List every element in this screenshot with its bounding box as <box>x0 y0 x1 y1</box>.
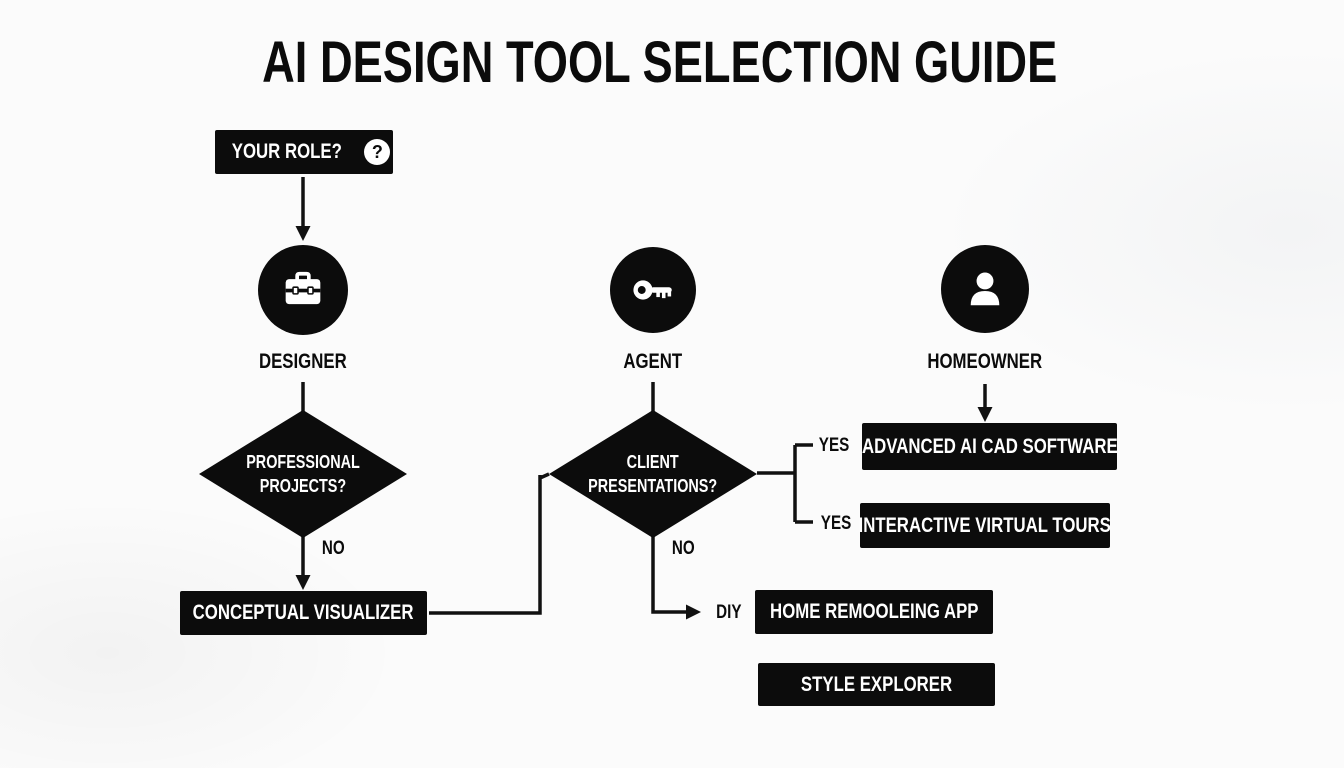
professional-projects-line1: PROFESSIONAL <box>246 451 360 472</box>
interactive-virtual-tours-node: INTERACTIVE VIRTUAL TOURS <box>859 503 1111 548</box>
page-title: AI DESIGN TOOL SELECTION GUIDE <box>262 30 1058 95</box>
edge-label-yes-top: YES <box>818 435 850 456</box>
homeowner-label: HOMEOWNER <box>927 350 1043 373</box>
your-role-label: YOUR ROLE? <box>231 140 342 163</box>
designer-icon-circle <box>258 245 348 335</box>
edge-label-diy: DIY <box>716 602 742 623</box>
home-remodeling-app-node: HOME REMOOLEING APP <box>755 590 993 634</box>
edge-label-no-client: NO <box>671 538 695 559</box>
arrowhead-root <box>295 226 311 241</box>
agent-label: AGENT <box>623 350 683 373</box>
briefcase-icon <box>285 271 321 305</box>
advanced-ai-cad-software-node: ADVANCED AI CAD SOFTWARE <box>862 423 1117 470</box>
conceptual-visualizer-node: CONCEPTUAL VISUALIZER <box>180 591 427 635</box>
person-icon <box>970 272 1000 306</box>
question-mark-icon: ? <box>364 139 391 165</box>
arrowhead-diy <box>686 604 701 620</box>
designer-label: DESIGNER <box>259 350 347 373</box>
edge-client-no-diy <box>651 536 687 614</box>
arrowhead-no-conceptual <box>295 575 311 590</box>
style-explorer-node: STYLE EXPLORER <box>758 663 995 706</box>
professional-projects-line2: PROJECTS? <box>259 476 347 496</box>
edge-label-no-professional: NO <box>321 538 345 559</box>
edge-label-yes-bottom: YES <box>820 513 852 534</box>
edge-client-yes-bracket <box>757 443 813 524</box>
agent-icon-circle <box>610 247 696 333</box>
client-presentations-line1: CLIENT <box>627 451 679 472</box>
key-icon <box>633 280 672 300</box>
edge-conceptual-to-client <box>429 472 550 615</box>
your-role-node: YOUR ROLE? ? <box>215 130 393 174</box>
arrowhead-homeowner <box>977 407 993 422</box>
client-presentations-line2: PRESENTATIONS? <box>588 476 718 496</box>
homeowner-icon-circle <box>941 245 1029 333</box>
